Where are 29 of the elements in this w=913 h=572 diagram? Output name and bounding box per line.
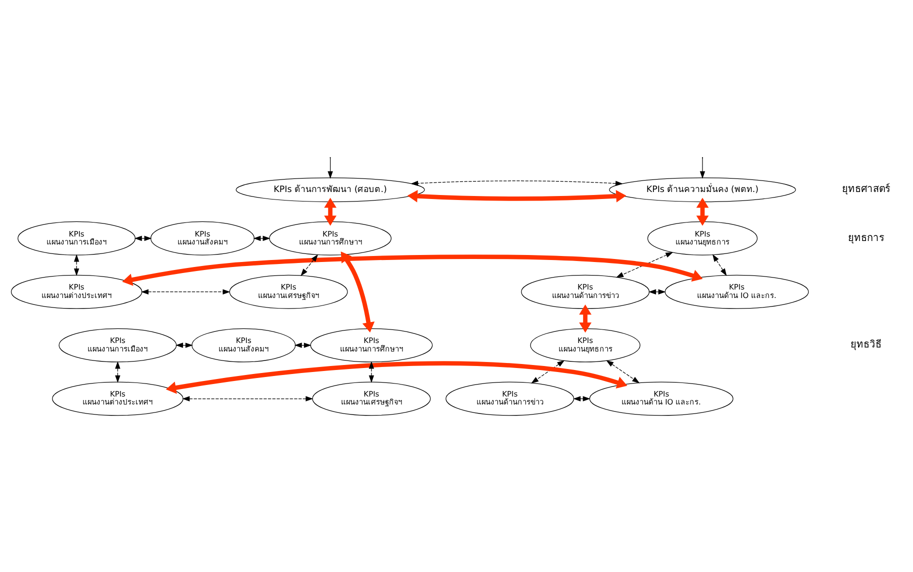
arrow [328,157,333,178]
label: ยุทธศาสตร์ [842,184,890,195]
arrow [712,254,727,276]
arrow [115,360,120,382]
arrow [300,254,318,276]
arrow [368,360,374,382]
arrow [410,180,624,186]
arrow [176,342,193,348]
arrow [122,254,703,286]
label: ยุทธการ [848,232,884,244]
arrow [696,197,709,226]
arrow [531,360,565,383]
arrow [294,342,312,348]
label: ยุทธวิธี [850,339,882,350]
arrow [182,396,314,401]
arrow [166,360,628,394]
arrow [616,252,674,278]
arrow [253,235,270,241]
arrow [340,251,375,332]
arrow [324,197,336,226]
arrow [407,189,626,202]
arrow [700,157,706,178]
arrow [134,235,152,241]
arrow [606,360,640,383]
arrow [648,288,666,294]
arrow [579,304,592,332]
arrow [573,396,590,401]
arrow [74,254,80,276]
arrow [141,288,230,294]
